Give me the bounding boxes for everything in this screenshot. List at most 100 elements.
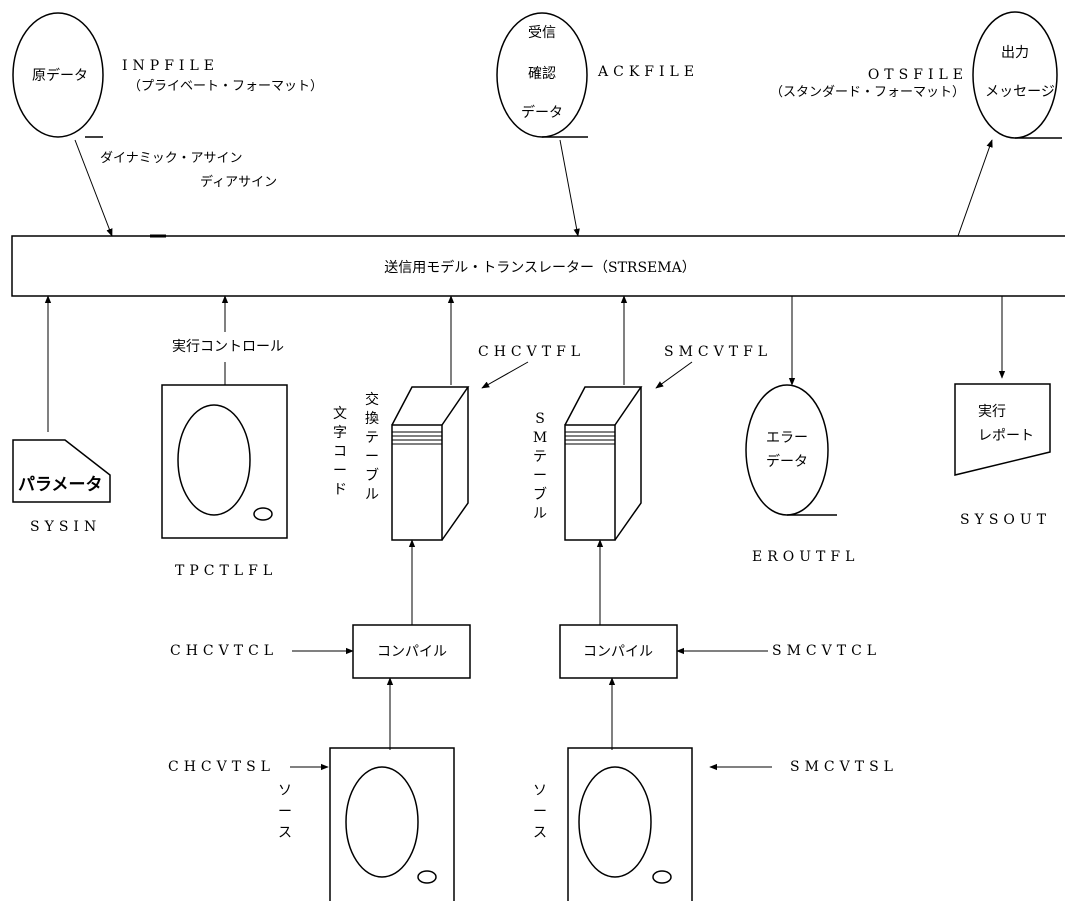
- svg-text:ド: ド: [333, 482, 347, 498]
- svg-text:S: S: [535, 411, 545, 427]
- smcvtfl-label: SMCVTFL: [664, 344, 772, 360]
- otsfile-label: OTSFILE: [868, 67, 968, 83]
- chcvtcl-label: CHCVTCL: [170, 643, 278, 659]
- ack-line2: 確認: [528, 66, 556, 82]
- source-right-frame: [567, 747, 693, 901]
- svg-text:ブ: ブ: [533, 486, 547, 503]
- compile-right-label: コンパイル: [583, 644, 653, 660]
- chcvtfl-server-front: [391, 424, 443, 541]
- translator-label: 送信用モデル・トランスレーター（STRSEMA）: [384, 259, 695, 276]
- error-line1: エラー: [766, 430, 808, 446]
- tpctlfl-knob: [253, 507, 273, 521]
- compile-left-label: コンパイル: [377, 644, 447, 660]
- sm-table-vertical: S M テ ー ブ ル: [533, 411, 547, 522]
- arrow-raw-to-translator: [74, 139, 113, 237]
- svg-text:ソ: ソ: [278, 783, 292, 799]
- raw-data-node: 原データ: [12, 12, 104, 138]
- moji-code-vertical: 文 字 コ ー ド: [333, 406, 347, 498]
- ackfile-label: ACKFILE: [597, 64, 699, 80]
- smcvtcl-label: SMCVTCL: [772, 643, 881, 659]
- compile-left-box: コンパイル: [352, 624, 471, 679]
- report-line2: レポート: [978, 428, 1034, 444]
- svg-text:ス: ス: [278, 825, 292, 841]
- ack-data-node: 受信 確認 データ: [496, 12, 588, 138]
- report-node: 実行 レポート: [954, 383, 1051, 476]
- source-right-ellipse: [578, 766, 652, 878]
- smcvtsl-label: SMCVTSL: [790, 759, 898, 775]
- svg-text:ー: ー: [278, 804, 292, 820]
- error-data-node: エラー データ: [745, 384, 837, 516]
- svg-text:コ: コ: [333, 444, 347, 460]
- svg-text:ー: ー: [533, 468, 547, 484]
- smcvtfl-server-icon: [564, 386, 643, 541]
- chcvtsl-label: CHCVTSL: [168, 759, 275, 775]
- sysin-label: SYSIN: [30, 519, 101, 535]
- svg-text:テ: テ: [365, 430, 379, 446]
- arrow-ack-to-translator: [559, 139, 580, 237]
- translator-box: 送信用モデル・トランスレーター（STRSEMA）: [11, 234, 1065, 297]
- output-message-node: 出力 メッセージ: [972, 11, 1062, 139]
- source-left-ellipse: [345, 766, 419, 878]
- svg-text:ル: ル: [533, 506, 547, 522]
- inpfile-label: INPFILE: [122, 58, 219, 74]
- error-data-ellipse: [745, 384, 829, 516]
- source-right-disk-icon: [567, 747, 693, 901]
- chcvtfl-label: CHCVTFL: [478, 344, 585, 360]
- svg-text:ー: ー: [365, 449, 379, 465]
- translator-rect: [11, 235, 1065, 297]
- tpctlfl-ellipse: [177, 404, 251, 516]
- dyn-deassign-label: ディアサイン: [200, 174, 277, 190]
- tpctlfl-disk-icon: [161, 384, 288, 539]
- standard-format-label: （スタンダード・フォーマット）: [770, 85, 965, 100]
- private-format-label: （プライベート・フォーマット）: [128, 79, 323, 94]
- chcvtfl-pointer: [481, 361, 529, 389]
- svg-text:ス: ス: [533, 825, 547, 841]
- dyn-assign-label: ダイナミック・アサイン: [100, 151, 242, 166]
- out-line2: メッセージ: [985, 84, 1055, 100]
- svg-text:ソ: ソ: [533, 783, 547, 799]
- param-card: パラメータ: [12, 439, 111, 503]
- chcvtfl-server-top: [391, 386, 470, 426]
- koukan-table-vertical: 交 換 テ ー ブ ル: [365, 391, 379, 503]
- chcvtfl-server-icon: [391, 386, 470, 541]
- ack-line3: データ: [521, 104, 563, 121]
- svg-text:字: 字: [333, 425, 347, 441]
- raw-data-label: 原データ: [32, 67, 88, 84]
- source-left-disk-icon: [329, 747, 455, 901]
- source-right-vertical: ソ ー ス: [533, 783, 547, 841]
- exec-control-label: 実行コントロール: [172, 339, 284, 355]
- out-line1: 出力: [1001, 45, 1029, 61]
- source-left-frame: [329, 747, 455, 901]
- tpctlfl-label: TPCTLFL: [175, 563, 277, 579]
- compile-right-box: コンパイル: [559, 624, 678, 679]
- svg-text:交: 交: [365, 391, 379, 408]
- param-card-shape: [12, 439, 111, 503]
- raw-data-ellipse: [12, 12, 104, 138]
- report-shape: [954, 383, 1051, 476]
- svg-text:M: M: [533, 430, 547, 446]
- eroutfl-label: EROUTFL: [752, 549, 859, 565]
- smcvtfl-pointer: [655, 361, 693, 389]
- smcvtfl-server-side: [614, 387, 642, 541]
- svg-text:文: 文: [333, 406, 347, 422]
- source-left-knob: [417, 870, 437, 884]
- svg-text:テ: テ: [533, 449, 547, 465]
- smcvtfl-server-front: [564, 424, 616, 541]
- arrow-translator-to-output: [957, 139, 993, 237]
- output-message-ellipse: [972, 11, 1058, 139]
- chcvtfl-server-side: [441, 387, 469, 541]
- svg-text:ー: ー: [333, 463, 347, 479]
- error-line2: データ: [766, 453, 808, 470]
- smcvtfl-server-top: [564, 386, 643, 426]
- svg-text:ブ: ブ: [365, 467, 379, 484]
- param-label: パラメータ: [18, 475, 103, 495]
- svg-text:ル: ル: [365, 487, 379, 503]
- source-left-vertical: ソ ー ス: [278, 783, 292, 841]
- svg-text:換: 換: [365, 411, 379, 427]
- source-right-knob: [652, 870, 672, 884]
- sysout-label: SYSOUT: [960, 512, 1051, 528]
- report-line1: 実行: [978, 404, 1006, 420]
- ack-line1: 受信: [528, 25, 556, 41]
- svg-text:ー: ー: [533, 804, 547, 820]
